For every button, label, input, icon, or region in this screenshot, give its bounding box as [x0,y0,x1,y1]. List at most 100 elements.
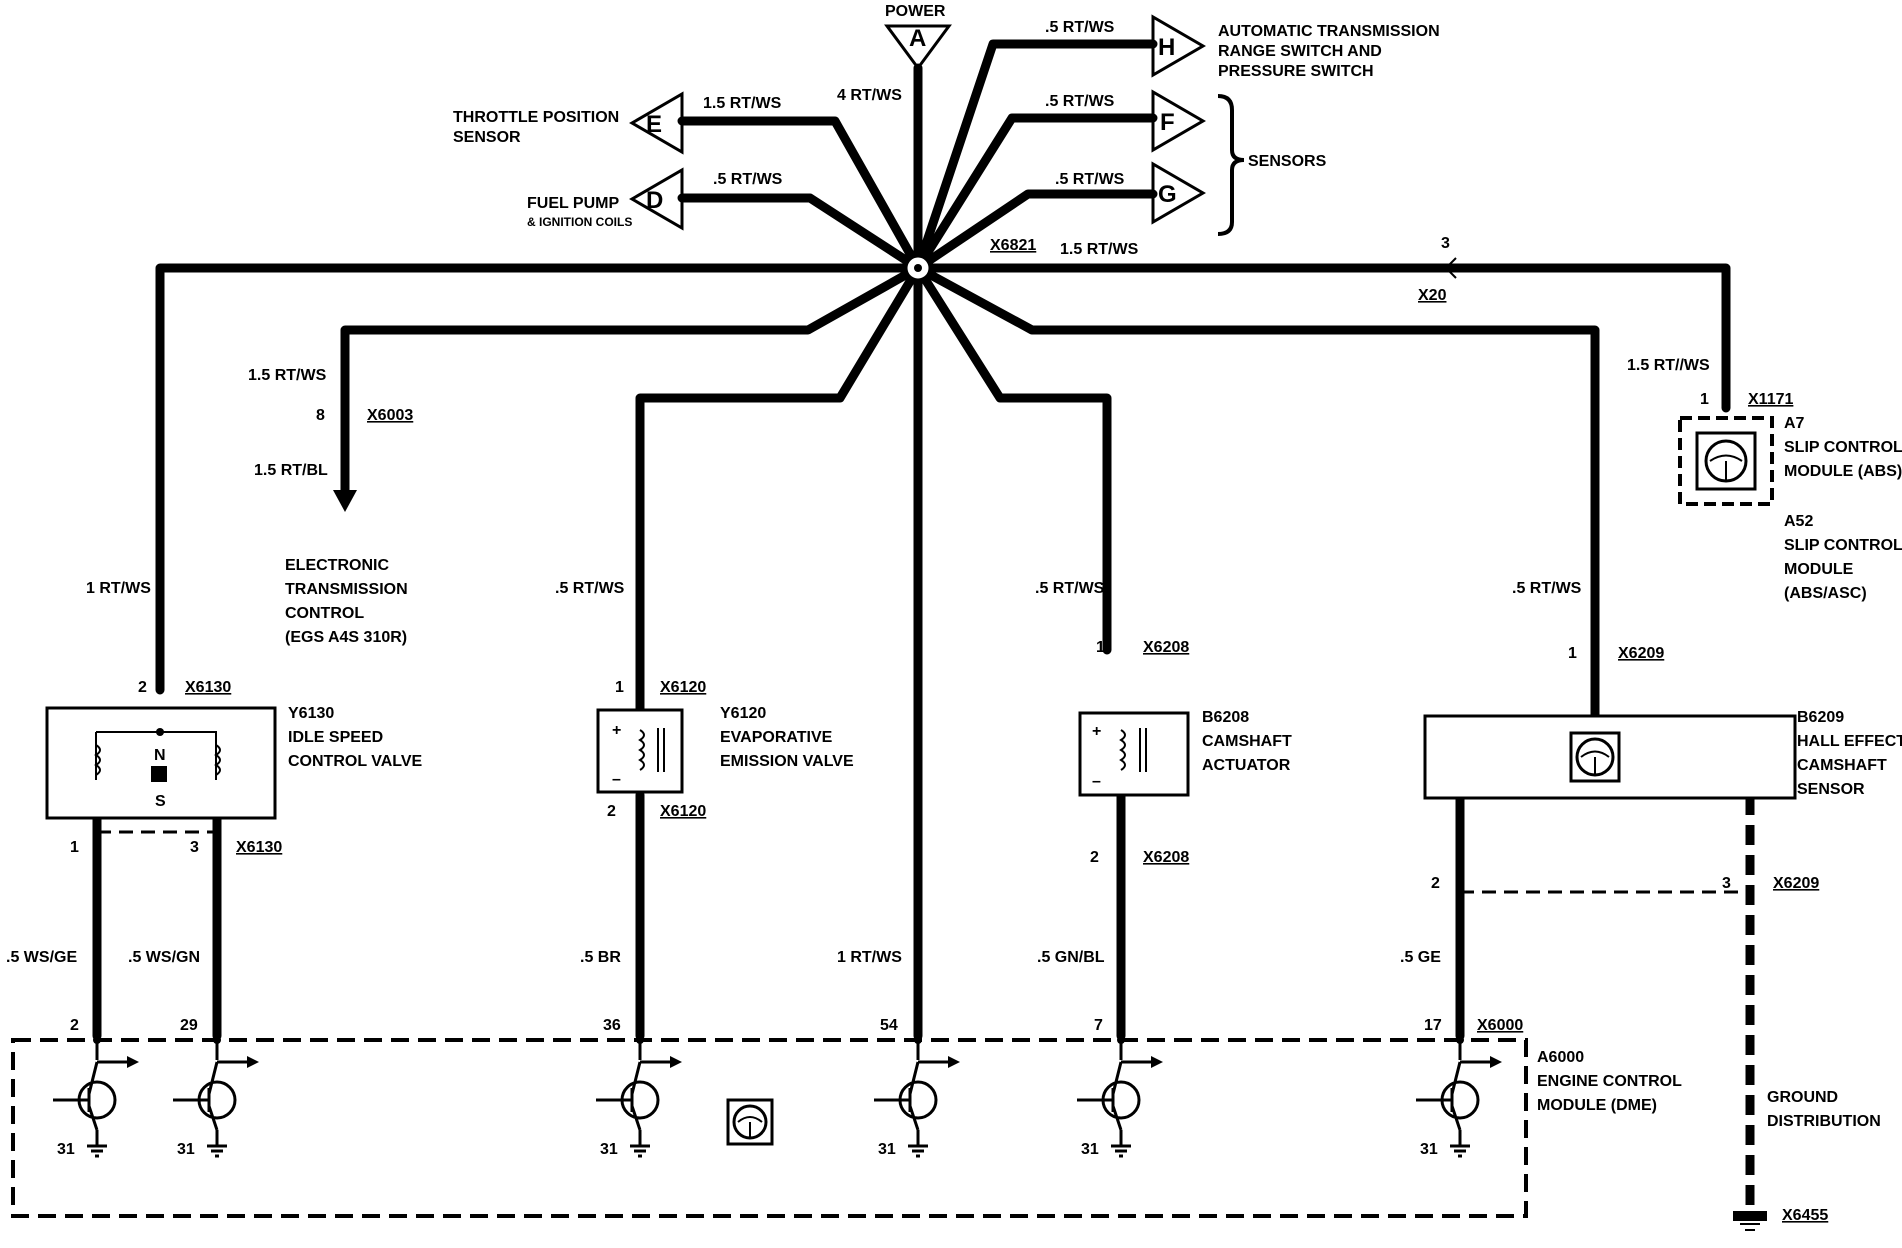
terminal-h-letter: H [1158,34,1175,61]
idle-wire-b3: .5 WS/GN [128,949,200,966]
terminal-e-desc1: THROTTLE POSITION [453,109,619,126]
abs-conn: X1171 [1748,391,1793,408]
egs-wire-top: 1.5 RT/WS [248,367,327,384]
terminal-d-wire: .5 RT/WS [713,171,783,188]
cam-conn-top: X6208 [1143,639,1189,656]
wires [92,39,1755,1205]
cam-pin-top: 1 [1096,639,1105,656]
egs-l4: (EGS A4S 310R) [285,629,407,646]
evap-valve: .5 RT/WS 1 X6120 + – Y6120 EVAPORATIVE E… [555,580,854,1034]
evap-ecm-pin: 36 [603,1017,621,1034]
splice-id: X6821 [990,237,1036,254]
cam-pin-bottom: 2 [1090,849,1099,866]
hall-l2: CAMSHAFT [1797,757,1887,774]
abs-x20-conn: X20 [1418,287,1447,304]
terminal-h-desc1: AUTOMATIC TRANSMISSION [1218,23,1440,40]
ecm-transistor: 31 [173,1036,259,1158]
ecm-transistor: 31 [874,1036,960,1158]
terminal-d-desc2: & IGNITION COILS [527,215,632,229]
hall-wire-top: .5 RT/WS [1512,580,1582,597]
egs-l3: CONTROL [285,605,364,622]
power-terminal: POWER A 4 RT/WS [837,3,952,104]
hall-ecm-pin: 17 [1424,1017,1442,1034]
idle-ecm-pin2: 29 [180,1017,198,1034]
terminal-e-letter: E [646,111,662,138]
hall-sensor: .5 RT/WS 1 X6209 B6209 HALL EFFECT CAMSH… [1400,580,1902,1034]
ground-distribution: GROUND DISTRIBUTION X6455 [1733,1089,1881,1231]
idle-id: Y6130 [288,705,334,722]
idle-n: N [154,747,166,764]
cam-wire-top: .5 RT/WS [1035,580,1105,597]
ecm-ground-pin-label: 31 [1420,1141,1438,1158]
idle-wire-b1: .5 WS/GE [6,949,77,966]
cam-l2: ACTUATOR [1202,757,1291,774]
idle-wire-top: 1 RT/WS [86,580,151,597]
evap-wire-top: .5 RT/WS [555,580,625,597]
idle-ecm-pin1: 2 [70,1017,79,1034]
cam-id: B6208 [1202,709,1249,726]
egs-l1: ELECTRONIC [285,557,389,574]
terminal-d-desc1: FUEL PUMP [527,195,619,212]
evap-pin-top: 1 [615,679,624,696]
abs-module: 3 X20 1.5 RT//WS 1 X1171 A7 SLIP CONTROL… [1418,235,1902,602]
evap-conn-top: X6120 [660,679,706,696]
cam-minus: – [1092,773,1101,790]
terminal-d-letter: D [646,187,663,214]
ecm-transistor: 31 [1077,1036,1163,1158]
ground-l1: GROUND [1767,1089,1838,1106]
idle-pin-b3: 3 [190,839,199,856]
power-label: POWER [885,3,946,20]
evap-id: Y6120 [720,705,766,722]
abs-a7-l2: MODULE (ABS) [1784,463,1902,480]
terminal-h: H .5 RT/WS AUTOMATIC TRANSMISSION RANGE … [1045,14,1440,80]
egs-wire-bottom: 1.5 RT/BL [254,462,328,479]
hall-l3: SENSOR [1797,781,1865,798]
ecm-l1: ENGINE CONTROL [1537,1073,1682,1090]
terminal-h-desc2: RANGE SWITCH AND [1218,43,1382,60]
abs-a52-l1: SLIP CONTROL [1784,537,1902,554]
abs-wire: 1.5 RT//WS [1627,357,1710,374]
power-wire: 4 RT/WS [837,87,902,104]
idle-s: S [155,793,166,810]
hall-wire-bottom: .5 GE [1400,949,1441,966]
cam-l1: CAMSHAFT [1202,733,1292,750]
ecm-transistor: 31 [1416,1036,1502,1158]
evap-l1: EVAPORATIVE [720,729,833,746]
egs-l2: TRANSMISSION [285,581,408,598]
terminal-h-desc3: PRESSURE SWITCH [1218,63,1374,80]
center-wire: 1 RT/WS [837,949,902,966]
hall-pin-b2: 2 [1431,875,1440,892]
terminal-g-wire: .5 RT/WS [1055,171,1125,188]
ecm-l2: MODULE (DME) [1537,1097,1657,1114]
power-letter: A [909,25,926,52]
terminal-f-wire: .5 RT/WS [1045,93,1115,110]
idle-speed-valve: 1 RT/WS 2 X6130 N S Y6130 IDLE SPEED CON… [6,580,423,1034]
hall-pin-b3: 3 [1722,875,1731,892]
egs-pin: 8 [316,407,325,424]
terminal-e-wire: 1.5 RT/WS [703,95,782,112]
terminal-d: D .5 RT/WS FUEL PUMP & IGNITION COILS [527,167,783,231]
abs-pin: 1 [1700,391,1709,408]
evap-pin-bottom: 2 [607,803,616,820]
hall-pin-top: 1 [1568,645,1577,662]
ground-l2: DISTRIBUTION [1767,1113,1881,1130]
idle-l2: CONTROL VALVE [288,753,423,770]
ecm-ground-pin-label: 31 [878,1141,896,1158]
terminal-g-letter: G [1158,181,1177,208]
idle-pin-b1: 1 [70,839,79,856]
splice-wire: 1.5 RT/WS [1060,241,1139,258]
hall-conn-top: X6209 [1618,645,1664,662]
hall-conn-bottom: X6209 [1773,875,1819,892]
terminal-h-wire: .5 RT/WS [1045,19,1115,36]
sensors-label: SENSORS [1248,153,1327,170]
camshaft-actuator: .5 RT/WS 1 X6208 + – B6208 CAMSHAFT ACTU… [1035,580,1292,1034]
abs-a7-l1: SLIP CONTROL [1784,439,1902,456]
cam-conn-bottom: X6208 [1143,849,1189,866]
idle-pin-top: 2 [138,679,147,696]
ecm-transistor: 31 [596,1036,682,1158]
cam-ecm-pin: 7 [1094,1017,1103,1034]
cam-wire-bottom: .5 GN/BL [1037,949,1105,966]
center-ecm-pin: 54 [880,1017,898,1034]
ecm-ground-pin-label: 31 [57,1141,75,1158]
